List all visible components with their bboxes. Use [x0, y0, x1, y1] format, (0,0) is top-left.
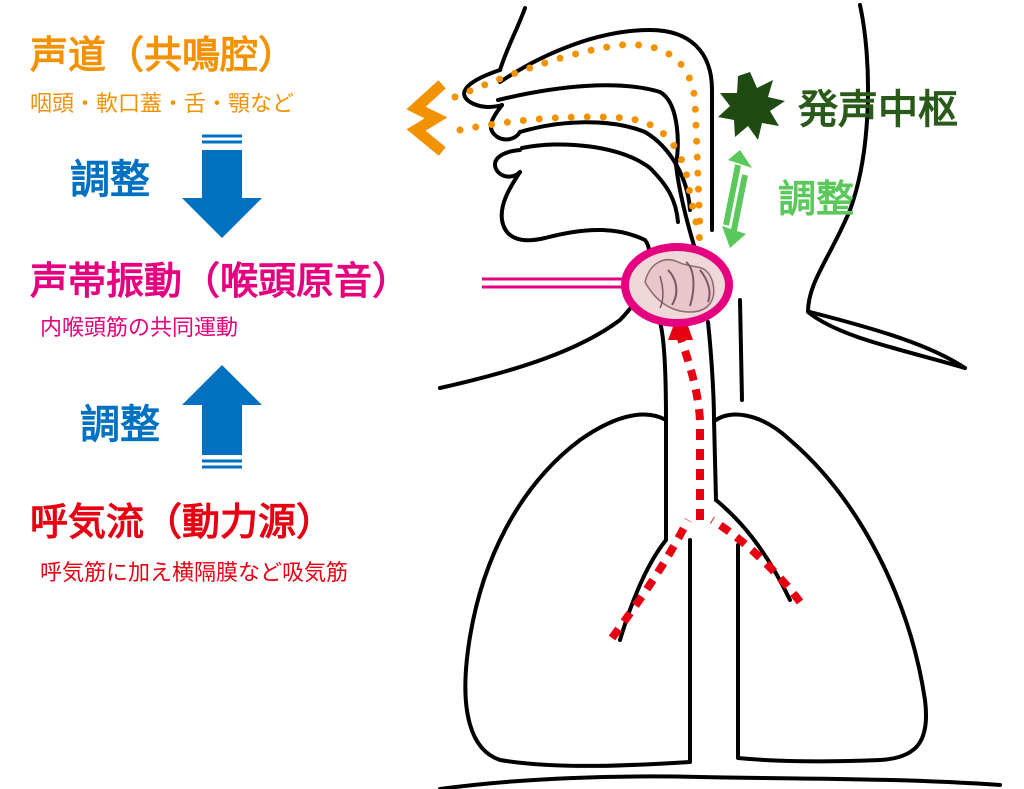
- tongue-outline: [518, 120, 692, 212]
- oral-floor-outline: [520, 142, 680, 224]
- adjust-bottom-label: 調整: [80, 402, 160, 448]
- airflow-right-branch: [709, 516, 804, 605]
- vocal-tract-title: 声道（共鳴腔）: [30, 33, 297, 77]
- right-lung-outline: [714, 412, 928, 764]
- up-arrow-icon: [182, 365, 262, 469]
- esophagus-outline: [738, 298, 744, 402]
- upper-lip-outline: [488, 103, 522, 142]
- vocal-folds-title: 声帯振動（喉頭原音）: [30, 259, 411, 303]
- airflow-title: 呼気流（動力源）: [30, 500, 335, 544]
- down-arrow-icon: [182, 134, 262, 238]
- trachea-left-outline: [658, 320, 668, 542]
- nasal-cavity-outline: [498, 28, 714, 232]
- bronchus-left-outline: [618, 538, 668, 642]
- shoulder-right-outline: [808, 310, 967, 370]
- vocal-tract-airflow: [451, 41, 704, 244]
- speech-center-adjust-label: 調整: [778, 177, 855, 221]
- speech-center-title: 発声中枢: [798, 87, 958, 133]
- nose-outline: [462, 68, 504, 109]
- torso-bottom-outline: [438, 774, 1002, 789]
- airflow-left-branch: [608, 518, 692, 641]
- bidirectional-arrows-icon: [722, 150, 752, 248]
- adjust-top-label: 調整: [70, 157, 150, 203]
- trachea-right-outline: [706, 320, 718, 502]
- breath-airflow: [608, 328, 804, 641]
- lower-lip-outline: [493, 148, 522, 179]
- vocal-fold-connector: [482, 277, 625, 289]
- body-outline: [438, 3, 1002, 789]
- palate-outline: [496, 83, 680, 167]
- skull-outline: [498, 6, 527, 72]
- airflow-subtitle: 呼気筋に加え横隔膜など吸気筋: [40, 561, 349, 586]
- nasal-airflow-path: [451, 41, 704, 234]
- chin-outline: [438, 170, 652, 390]
- sound-wave-icon: [406, 80, 448, 156]
- vocal-folds-subtitle: 内喉頭筋の共同運動: [40, 316, 239, 341]
- burst-icon: [718, 72, 785, 140]
- vocal-tract-subtitle: 咽頭・軟口蓋・舌・顎など: [30, 92, 295, 117]
- larynx-highlight: [621, 243, 733, 327]
- airflow-trachea: [674, 328, 704, 520]
- left-lung-outline: [463, 412, 692, 768]
- head-back-outline: [806, 3, 967, 370]
